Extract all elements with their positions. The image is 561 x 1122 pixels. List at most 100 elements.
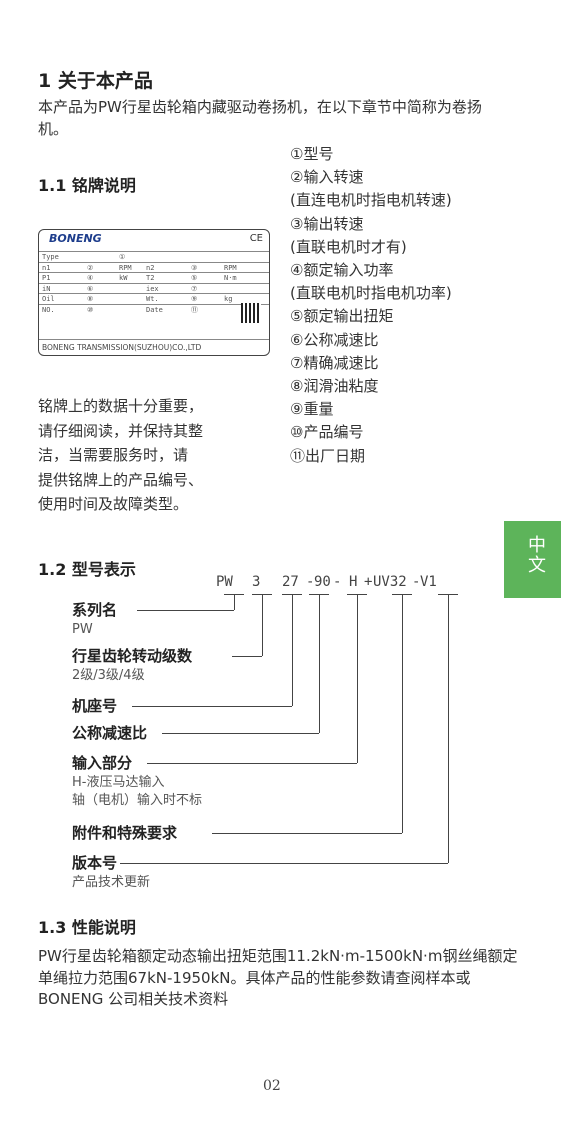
nameplate-cell: RPM — [224, 263, 237, 272]
legend-item: ④额定输入功率 — [290, 261, 394, 280]
nameplate-cell: T2 — [146, 274, 155, 282]
nameplate-cell: Date — [146, 305, 163, 314]
nameplate-row: Oil ⑧ Wt. ⑨ kg — [39, 293, 269, 304]
legend-item: ⑤额定输出扭矩 — [290, 307, 394, 326]
model-code-part: 27 — [282, 574, 299, 590]
nameplate-cell: kW — [119, 274, 128, 282]
connector-line — [132, 706, 292, 707]
connector-line — [292, 594, 293, 706]
model-label: 输入部分 — [72, 754, 133, 772]
nameplate-cell: iex — [146, 284, 159, 293]
legend-item: (直联电机时才有) — [290, 237, 407, 256]
note-line: 洁，当需要服务时，请 — [38, 446, 189, 464]
model-code-part: + — [364, 574, 373, 590]
connector-line — [137, 610, 234, 611]
connector-line — [357, 594, 358, 763]
connector-line — [212, 833, 402, 834]
legend-item: (直连电机时指电机转速) — [290, 191, 452, 210]
nameplate-cell: Oil — [42, 295, 55, 303]
ce-mark: CE — [249, 233, 263, 244]
model-label-sub: 轴（电机）输入时不标 — [72, 793, 203, 808]
connector-line — [262, 594, 263, 656]
connector-line — [162, 733, 319, 734]
model-code-part: - — [412, 574, 421, 590]
code-underline — [392, 594, 412, 595]
nameplate-cell: P1 — [42, 274, 51, 282]
model-label-sub: PW — [72, 622, 93, 637]
page-number: 02 — [263, 1078, 281, 1094]
model-code-part: - — [333, 574, 342, 590]
performance-heading: 1.3 性能说明 — [38, 918, 136, 937]
language-tab[interactable]: 中文 — [504, 521, 561, 598]
performance-paragraph: PW行星齿轮箱额定动态输出扭矩范围11.2kN·m-1500kN·m钢丝绳额定单… — [38, 947, 518, 1008]
model-code-part: V1 — [420, 574, 437, 590]
nameplate-cell: iN — [42, 284, 51, 293]
model-code-part: PW — [216, 574, 233, 590]
model-code-part: - — [306, 574, 315, 590]
model-label-sub: 2级/3级/4级 — [72, 668, 145, 683]
model-label: 机座号 — [72, 697, 118, 715]
model-label: 附件和特殊要求 — [72, 824, 178, 842]
legend-item: ①型号 — [290, 145, 334, 163]
nameplate-row: iN ⑥ iex ⑦ — [39, 282, 269, 294]
model-label-sub: 产品技术更新 — [72, 875, 151, 890]
code-underline — [252, 594, 272, 595]
nameplate-cell: ⑪ — [191, 305, 198, 314]
code-underline — [309, 594, 329, 595]
model-code-part: 90 — [314, 574, 331, 590]
code-underline — [224, 594, 244, 595]
connector-line — [319, 594, 320, 733]
nameplate-cell: ⑥ — [87, 284, 94, 293]
model-label: 版本号 — [72, 854, 118, 872]
nameplate-cell: RPM — [119, 263, 132, 272]
legend-item: ⑩产品编号 — [290, 423, 364, 442]
note-line: 使用时间及故障类型。 — [38, 495, 189, 513]
nameplate-cell: ⑤ — [191, 274, 198, 282]
section-title: 1 关于本产品 — [38, 70, 153, 92]
legend-item: ⑪出厂日期 — [290, 446, 366, 465]
nameplate-cell: ③ — [191, 263, 198, 272]
connector-line — [232, 656, 262, 657]
model-code-part: UV32 — [373, 574, 407, 590]
code-underline — [282, 594, 302, 595]
legend-item: ②输入转速 — [290, 168, 364, 187]
legend-item: ⑨重量 — [290, 400, 334, 419]
intro-paragraph: 本产品为PW行星齿轮箱内藏驱动卷扬机，在以下章节中简称为卷扬机。 — [38, 98, 482, 138]
nameplate-footer: BONENG TRANSMISSION(SUZHOU)CO.,LTD www.b… — [39, 339, 269, 355]
model-heading: 1.2 型号表示 — [38, 560, 136, 579]
nameplate-note: 铭牌上的数据十分重要，请仔细阅读，并保持其整洁，当需要服务时，请提供铭牌上的产品… — [38, 394, 248, 517]
legend-item: (直联电机时指电机功率) — [290, 284, 452, 303]
qr-code-icon — [241, 303, 261, 323]
nameplate-cell: ⑦ — [191, 284, 198, 293]
note-line: 提供铭牌上的产品编号、 — [38, 470, 204, 489]
nameplate-cell: kg — [224, 295, 233, 303]
nameplate-cell: Type — [42, 253, 59, 261]
legend-item: ⑥公称减速比 — [290, 330, 379, 349]
model-label-sub: H-液压马达输入 — [72, 775, 165, 790]
nameplate-legend: ①型号 ②输入转速 (直连电机时指电机转速) ③输出转速 (直联电机时才有) ④额定输入功… — [290, 143, 452, 468]
model-code-part: H — [349, 574, 358, 590]
nameplate-cell: ⑧ — [87, 295, 94, 303]
nameplate-cell: NO. — [42, 305, 55, 314]
connector-line — [234, 594, 235, 610]
nameplate-heading: 1.1 铭牌说明 — [38, 176, 136, 195]
nameplate-row: P1 ④ kW T2 ⑤ N·m — [39, 272, 269, 283]
model-label: 公称减速比 — [72, 724, 148, 742]
code-underline — [347, 594, 367, 595]
nameplate-cell: ⑨ — [191, 295, 198, 303]
model-label: 行星齿轮转动级数 — [72, 647, 193, 665]
model-code-part: 3 — [252, 574, 261, 590]
nameplate-cell: ② — [87, 263, 94, 272]
legend-item: ⑧润滑油粘度 — [290, 377, 379, 396]
nameplate-cell: ④ — [87, 274, 94, 282]
nameplate-cell: n2 — [146, 263, 155, 272]
brand-logo: BONENG — [49, 232, 102, 245]
nameplate-cell: Wt. — [146, 295, 159, 303]
legend-item: ③输出转速 — [290, 214, 364, 233]
nameplate-cell: N·m — [224, 274, 237, 282]
note-line: 铭牌上的数据十分重要， — [38, 397, 204, 415]
